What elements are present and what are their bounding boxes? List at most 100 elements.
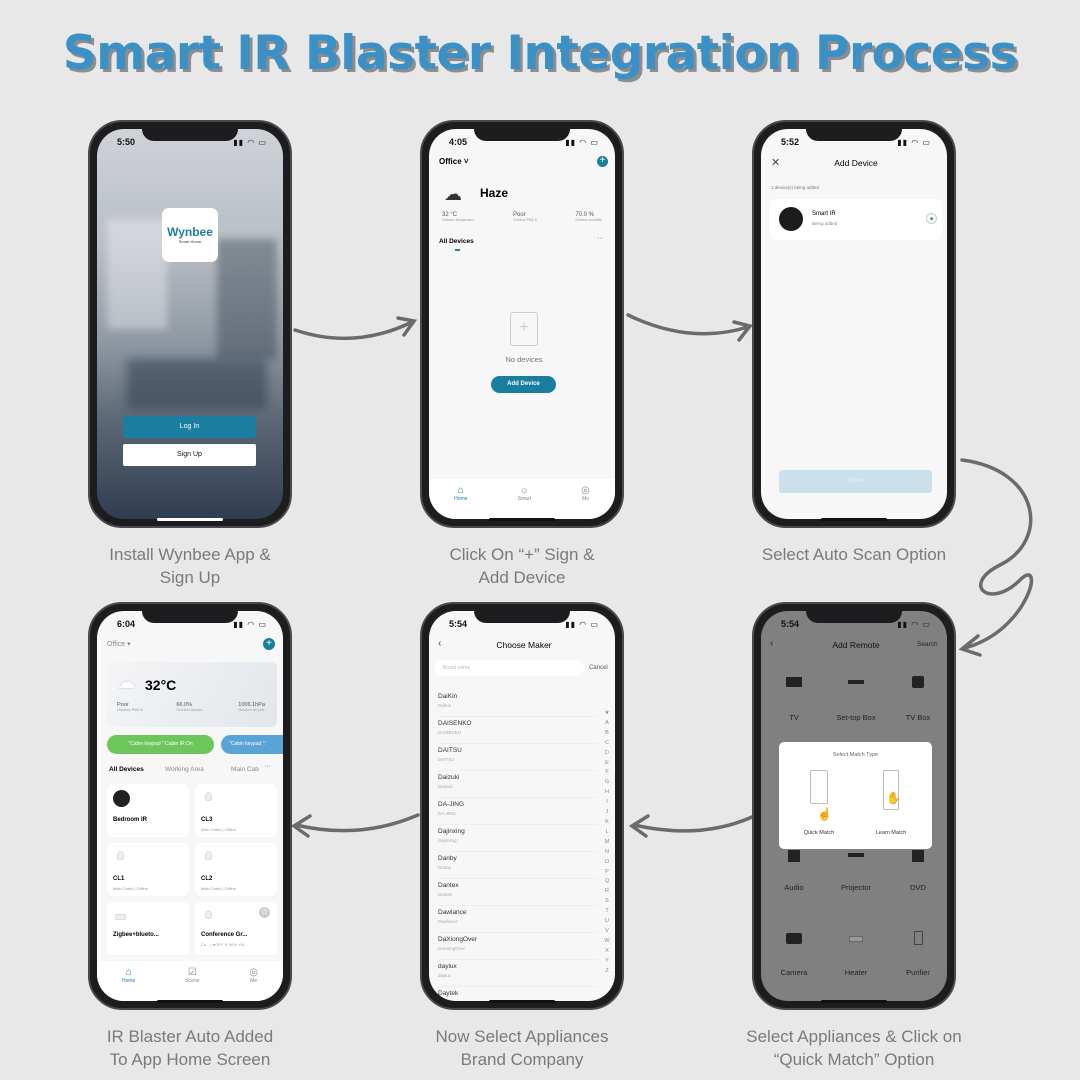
index-letter[interactable]: D <box>605 749 609 756</box>
device-card-bedroom-ir[interactable]: Bedroom IR <box>107 784 189 837</box>
quick-match-option[interactable]: ☝ Quick Match <box>797 770 841 836</box>
brand-subtitle: DaXiongOver <box>438 946 466 951</box>
tab-working-area[interactable]: Working Area <box>165 766 204 773</box>
index-letter[interactable]: ★ <box>604 710 610 716</box>
index-letter[interactable]: K <box>605 818 609 825</box>
index-letter[interactable]: Z <box>605 967 609 974</box>
index-letter[interactable]: W <box>604 937 610 944</box>
status-time: 5:52 <box>781 137 800 147</box>
index-letter[interactable]: B <box>605 729 609 736</box>
status-icons: ▮▮ ◠ ▭ <box>233 620 267 629</box>
brand-subtitle: Danby <box>438 865 452 870</box>
power-icon: ⏻ <box>259 907 270 918</box>
index-letter[interactable]: L <box>605 828 609 835</box>
index-letter[interactable]: Q <box>604 878 610 885</box>
index-letter[interactable]: O <box>604 858 610 865</box>
tab-all-devices[interactable]: All Devices <box>439 238 474 245</box>
cancel-button[interactable]: Cancel <box>589 665 608 671</box>
back-icon[interactable]: ‹ <box>770 638 774 649</box>
status-icons: ▮▮ ◠ ▭ <box>565 620 599 629</box>
index-letter[interactable]: C <box>605 739 609 746</box>
index-letter[interactable]: U <box>605 918 609 925</box>
device-card-cl1[interactable]: CL1 Main Cabin | Offline <box>107 843 189 896</box>
close-icon[interactable]: ✕ <box>771 157 781 169</box>
user-icon: ◎ <box>249 967 259 978</box>
progress-text: 1 device(s) being added <box>771 185 820 190</box>
scene-chip[interactable]: "Cabin keypad ":Cabin IR:On <box>107 735 214 754</box>
add-device-screen: 5:52 ▮▮ ◠ ▭ ✕ Add Device 1 device(s) bei… <box>761 129 947 519</box>
search-button[interactable]: Search <box>917 641 938 648</box>
caption-step-6: Select Appliances & Click on“Quick Match… <box>746 1027 962 1069</box>
brand-name: DAISENKO <box>438 720 472 727</box>
add-device-button[interactable]: Add Device <box>491 376 556 393</box>
done-button[interactable]: Done <box>779 470 932 493</box>
nav-home[interactable]: ⌂Home <box>121 967 136 984</box>
nav-scene[interactable]: ☑Scene <box>185 967 200 984</box>
sun-icon: ☼ <box>519 485 529 496</box>
nav-me[interactable]: ◎Me <box>581 485 590 502</box>
haze-cloud-icon: ☁ <box>444 184 462 204</box>
index-letter[interactable]: I <box>606 799 608 806</box>
device-card-cl3[interactable]: CL3 Main Cabin | Offline <box>195 784 277 837</box>
brand-search-input[interactable]: Brand name <box>435 660 584 676</box>
index-letter[interactable]: R <box>605 888 609 895</box>
index-letter[interactable]: H <box>605 789 609 796</box>
signup-button[interactable]: Sign Up <box>123 444 256 466</box>
bottom-nav: ⌂Home ☼Smart ◎Me <box>429 479 615 519</box>
home-selector[interactable]: Office ▾ <box>107 641 131 648</box>
home-icon: ⌂ <box>457 485 464 496</box>
more-icon[interactable]: ··· <box>597 235 604 242</box>
index-letter[interactable]: X <box>605 947 609 954</box>
nav-me[interactable]: ◎Me <box>249 967 259 984</box>
index-letter[interactable]: P <box>605 868 609 875</box>
device-card-conference[interactable]: ⏻ Conference Gr... Co... | ●OFF ☀ 50% ◐M… <box>195 902 277 955</box>
index-letter[interactable]: T <box>605 908 609 915</box>
scene-chip[interactable]: "Cabin keypad ": <box>221 735 283 754</box>
phone-step-5: 5:54 ▮▮ ◠ ▭ ‹ Choose Maker Brand name Ca… <box>420 602 624 1010</box>
brand-subtitle: Dawlance <box>438 919 458 924</box>
add-plus-button[interactable]: + <box>597 156 608 167</box>
index-letter[interactable]: F <box>605 769 609 776</box>
home-selector[interactable]: Office ˅ <box>439 157 469 166</box>
index-letter[interactable]: M <box>604 838 610 845</box>
more-icon[interactable]: ··· <box>264 763 271 770</box>
index-letter[interactable]: N <box>605 848 609 855</box>
learn-match-option[interactable]: ✋ Learn Match <box>869 770 913 836</box>
nav-smart[interactable]: ☼Smart <box>517 485 531 502</box>
add-plus-button[interactable]: + <box>263 638 275 650</box>
index-letter[interactable]: G <box>604 779 610 786</box>
index-letter[interactable]: E <box>605 759 609 766</box>
index-letter[interactable]: J <box>605 809 609 816</box>
status-time: 5:50 <box>117 137 136 147</box>
brand-name: Dawlance <box>438 909 467 916</box>
brand-list-item[interactable]: DaytekDaytek <box>438 987 598 1001</box>
login-button[interactable]: Log In <box>123 416 256 438</box>
tab-main-cabin[interactable]: Main Cab <box>231 766 259 773</box>
index-letter[interactable]: S <box>605 898 609 905</box>
index-letter[interactable]: A <box>605 719 609 726</box>
caption-step-3: Select Auto Scan Option <box>761 545 947 564</box>
nav-home[interactable]: ⌂Home <box>454 485 468 502</box>
index-letter[interactable]: Y <box>605 957 609 964</box>
device-card-cl2[interactable]: CL2 Main Cabin | Offline <box>195 843 277 896</box>
back-icon[interactable]: ‹ <box>438 638 442 649</box>
index-letter[interactable]: V <box>605 927 609 934</box>
device-card-zigbee-gateway[interactable]: Zigbee+blueto... <box>107 902 189 955</box>
tab-all-devices[interactable]: All Devices <box>109 766 144 773</box>
match-type-modal: Select Match Type ☝ Quick Match ✋ Learn … <box>779 742 932 849</box>
